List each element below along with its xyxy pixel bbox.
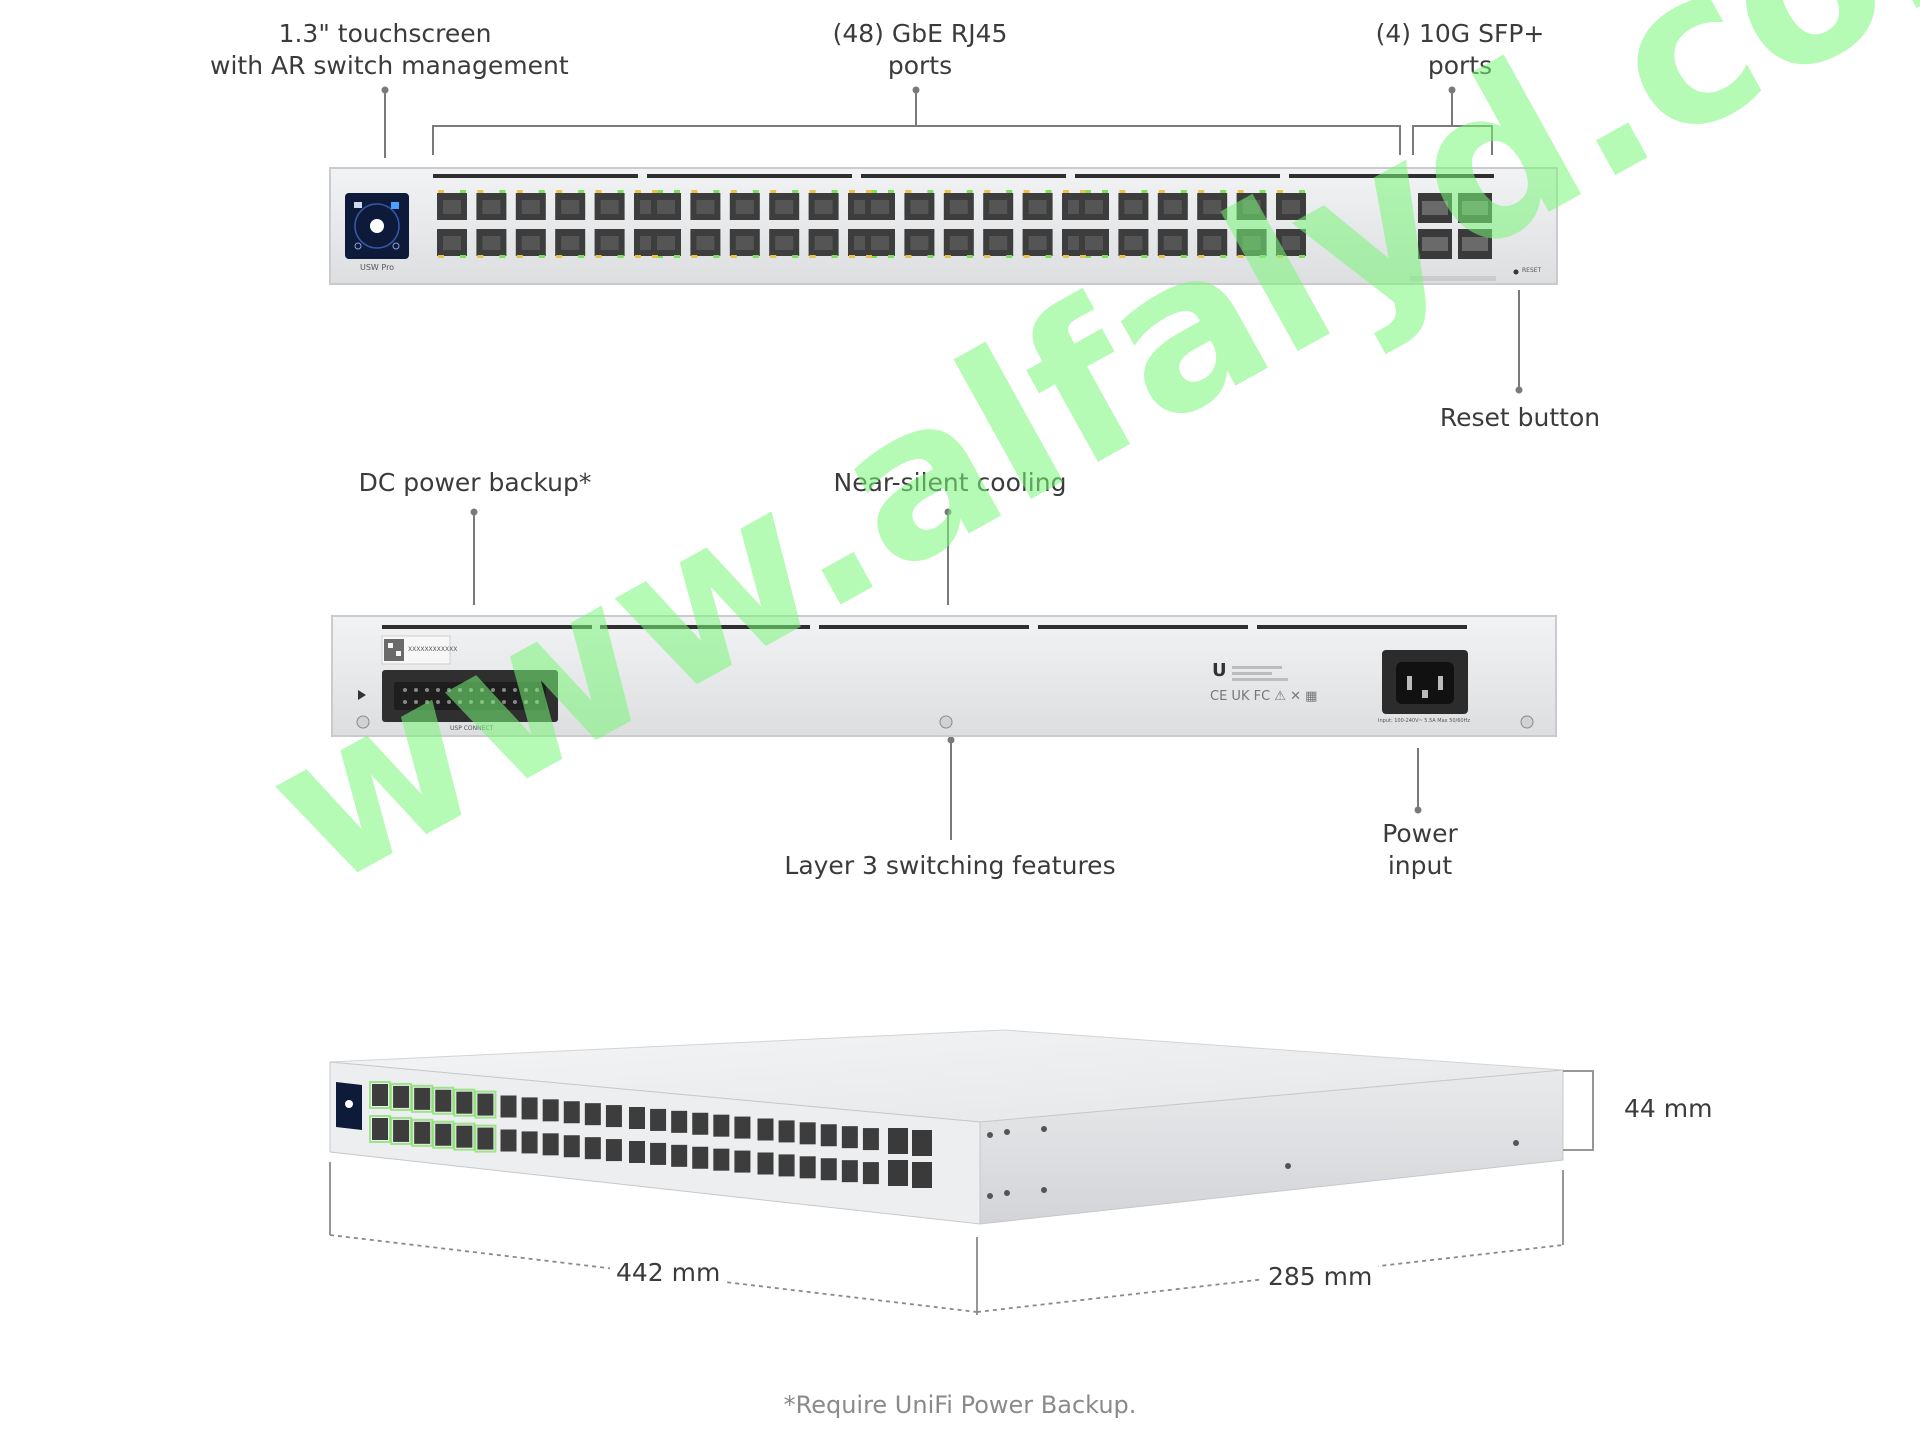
svg-text:CE UK FC ⚠ ✕ ▦: CE UK FC ⚠ ✕ ▦ <box>1210 689 1317 704</box>
rj45-ports-label: (48) GbE RJ45 ports <box>790 18 1050 82</box>
power-rating-text: Input: 100-240V~ 5.5A Max 50/60Hz <box>1378 718 1470 724</box>
layer3-label: Layer 3 switching features <box>784 851 1116 880</box>
svg-text:U: U <box>1212 660 1227 681</box>
sfp-ports-label: (4) 10G SFP+ ports <box>1340 18 1580 82</box>
dimension-lines <box>329 1070 1594 1315</box>
depth-dimension-label: 285 mm <box>1262 1262 1379 1291</box>
width-dimension-label: 442 mm <box>610 1258 727 1287</box>
dc-power-backup-label: DC power backup* <box>358 468 592 497</box>
front-panel <box>329 167 1558 285</box>
touchscreen-label-line2: with AR switch management <box>210 51 569 80</box>
usp-connect-text: USP CONNECT <box>450 725 494 732</box>
power-input-label: Power input <box>1340 818 1500 882</box>
sfp-ports-label-line1: (4) 10G SFP+ <box>1375 19 1545 48</box>
rj45-ports-label-line2: ports <box>887 51 953 80</box>
footnote: *Require UniFi Power Backup. <box>783 1391 1137 1419</box>
cooling-label: Near-silent cooling <box>833 468 1067 497</box>
rear-panel: U CE UK FC ⚠ ✕ ▦ <box>331 615 1557 737</box>
power-input-label-line1: Power <box>1382 819 1458 848</box>
reset-text: RESET <box>1522 267 1542 274</box>
isometric-view <box>329 1029 1564 1225</box>
front-chassis <box>329 167 1558 285</box>
rj45-port-array <box>433 174 1494 258</box>
front-leader-lines <box>381 86 1523 394</box>
rear-leader-lines <box>470 508 1422 840</box>
height-dimension-label: 44 mm <box>1618 1094 1719 1123</box>
serial-text: XXXXXXXXXXXX <box>408 646 458 653</box>
reset-button-label: Reset button <box>1439 403 1601 432</box>
touchscreen-label: 1.3" touchscreen with AR switch manageme… <box>210 18 569 82</box>
rj45-ports-label-line1: (48) GbE RJ45 <box>832 19 1008 48</box>
sfp-ports-label-line2: ports <box>1427 51 1493 80</box>
touchscreen-label-line1: 1.3" touchscreen <box>278 19 492 48</box>
brand-label: USW Pro <box>360 263 395 272</box>
sfp-port-array <box>1413 174 1493 259</box>
power-input-label-line2: input <box>1387 851 1453 880</box>
